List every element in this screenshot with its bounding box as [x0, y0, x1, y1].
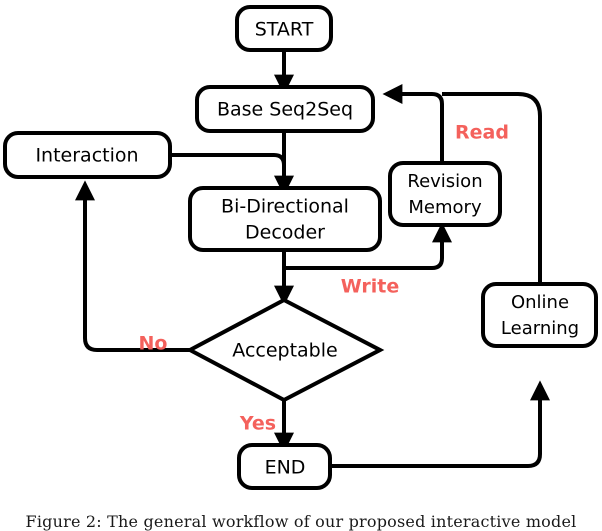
- node-base-seq2seq-label: Base Seq2Seq: [217, 99, 353, 121]
- node-acceptable[interactable]: [185, 297, 385, 403]
- node-bidirectional-decoder-label-line2: Decoder: [245, 222, 325, 244]
- edge-label-yes: Yes: [239, 413, 276, 435]
- edge-no-to-interaction: [75, 180, 190, 352]
- node-base-seq2seq[interactable]: [195, 85, 375, 133]
- node-interaction[interactable]: [3, 131, 172, 179]
- edge-end-to-online-learning: [330, 380, 550, 468]
- node-end[interactable]: [237, 443, 332, 490]
- node-revision-memory[interactable]: [388, 161, 502, 227]
- edge-label-write: Write: [341, 276, 399, 298]
- edge-label-read: Read: [455, 122, 509, 144]
- node-online-learning-label-line2: Learning: [501, 318, 579, 339]
- edge-write-to-revision-memory: [284, 222, 452, 270]
- node-revision-memory-label-line2: Memory: [408, 197, 482, 218]
- node-end-label: END: [265, 457, 306, 479]
- node-start-label: START: [255, 19, 314, 41]
- node-start[interactable]: [235, 5, 333, 52]
- edge-read-to-base: [382, 84, 444, 170]
- node-online-learning-label-line1: Online: [511, 292, 569, 313]
- node-revision-memory-label-line1: Revision: [407, 171, 482, 192]
- edge-online-learning-to-base: [442, 92, 542, 284]
- node-acceptable-label: Acceptable: [232, 340, 337, 362]
- node-bidirectional-decoder-label-line1: Bi-Directional: [221, 196, 349, 218]
- edge-label-no: No: [139, 333, 168, 355]
- node-interaction-label: Interaction: [35, 145, 138, 167]
- edge-interaction-to-decoder: [170, 153, 286, 172]
- node-bidirectional-decoder[interactable]: [188, 186, 382, 252]
- node-online-learning[interactable]: [481, 282, 598, 348]
- figure-caption: Figure 2: The general workflow of our pr…: [25, 512, 577, 531]
